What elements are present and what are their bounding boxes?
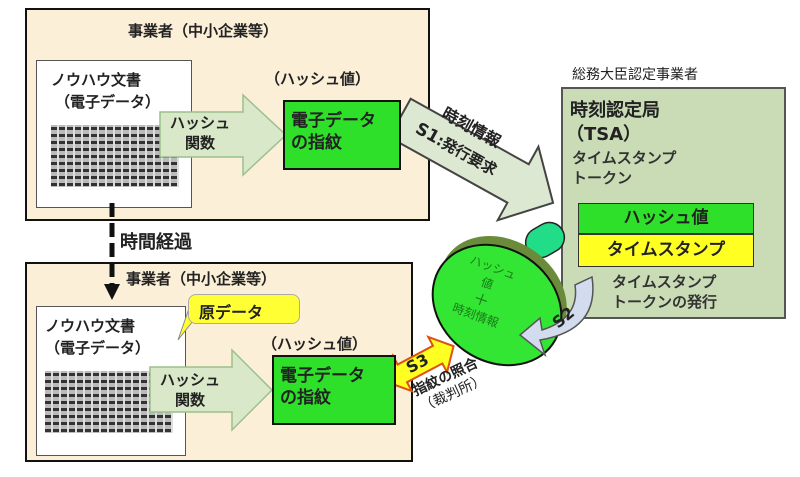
s2-arrow [518, 275, 594, 358]
token-hash-value: ハッシュ値 [578, 203, 754, 234]
fingerprint-box: 電子データ の指紋 [272, 355, 396, 425]
hash-value-label: （ハッシュ値） [265, 70, 371, 88]
fingerprint-line: の指紋 [280, 388, 331, 408]
doc-subtitle: （電子データ） [45, 339, 151, 357]
document-text-lines [51, 125, 179, 187]
doc-title: ノウハウ文書 [51, 71, 142, 89]
s1-request-arrow [387, 97, 555, 222]
fingerprint-line: 電子データ [280, 366, 365, 386]
hash-value-label: （ハッシュ値） [262, 335, 368, 353]
hash-function-line: ハッシュ [170, 114, 231, 132]
tsa-title: 時刻認定局 [570, 100, 660, 121]
issue-line: トークンの発行 [612, 293, 718, 311]
tsa-operator-label: 総務大臣認定事業者 [572, 67, 698, 83]
bottom-business-title: 事業者（中小企業等） [126, 270, 277, 288]
hash-function-line: 関数 [175, 391, 206, 409]
hash-function-line: 関数 [185, 134, 216, 152]
fingerprint-box: 電子データ の指紋 [283, 100, 401, 170]
tsa-abbr: （TSA） [566, 124, 642, 145]
issue-line: タイムスタンプ [612, 273, 717, 291]
hash-function-label: ハッシュ 関数 [160, 370, 220, 410]
time-elapsed-label: 時間経過 [120, 232, 192, 253]
hash-function-line: ハッシュ [160, 371, 221, 389]
original-data-callout: 原データ [188, 294, 300, 324]
top-business-title: 事業者（中小企業等） [128, 22, 279, 40]
doc-title: ノウハウ文書 [45, 317, 136, 335]
fingerprint-line: の指紋 [291, 133, 342, 153]
hash-function-label: ハッシュ 関数 [170, 113, 230, 153]
arrow-down-icon [104, 284, 120, 300]
hash-function-arrow [149, 348, 274, 432]
token-timestamp: タイムスタンプ [578, 234, 754, 267]
s3-double-arrow [385, 335, 455, 393]
hash-function-arrow [159, 93, 288, 177]
bottom-document: ノウハウ文書 （電子データ） [36, 306, 186, 456]
token-issue-label: タイムスタンプ トークンの発行 [612, 272, 717, 312]
doc-subtitle: （電子データ） [55, 93, 161, 111]
fingerprint-line: 電子データ [291, 111, 376, 131]
token-line: トークン [572, 169, 633, 187]
token-line: タイムスタンプ [572, 149, 677, 167]
tsa-token-label: タイムスタンプ トークン [572, 148, 676, 188]
